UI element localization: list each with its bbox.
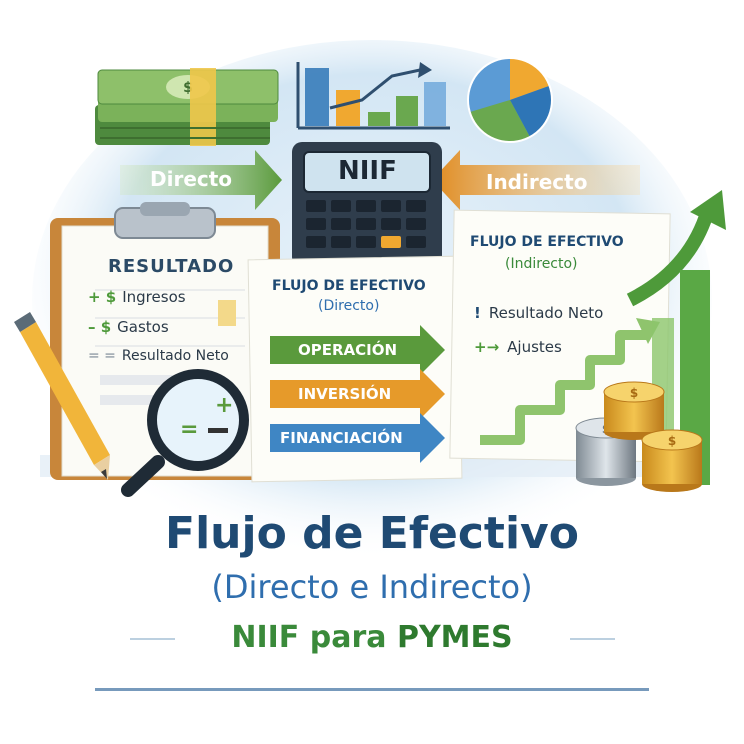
money-stack: $ <box>95 68 279 146</box>
clipboard-row-sign: – $ <box>88 318 112 336</box>
clipboard-row-sign: = = <box>88 348 116 364</box>
band-inversion <box>270 369 445 419</box>
direct-sheet-title: FLUJO DE EFECTIVO <box>272 278 426 294</box>
clipboard-title: RESULTADO <box>108 256 235 277</box>
direct-sheet <box>247 255 463 483</box>
indirect-sheet-title: FLUJO DE EFECTIVO <box>470 234 624 250</box>
indirect-sheet-subtitle: (Indirecto) <box>505 256 578 272</box>
growth-arrow <box>626 190 726 307</box>
clipboard-row-resultado: = = Resultado Neto <box>88 348 229 364</box>
band-financiacion <box>270 413 445 463</box>
direct-sheet-subtitle: (Directo) <box>318 298 380 314</box>
calculator-display: NIIF <box>338 156 397 186</box>
svg-text:$: $ <box>630 386 638 400</box>
svg-text:+: + <box>215 393 233 418</box>
indirect-row-label: Resultado Neto <box>488 304 604 322</box>
svg-text:=: = <box>180 417 198 442</box>
headline-divider-right <box>570 638 615 640</box>
indirect-row-sign: +→ <box>474 338 500 356</box>
directo-label: Directo <box>150 167 233 191</box>
headline-title: Flujo de Efectivo <box>165 508 579 559</box>
pie-chart <box>467 57 553 143</box>
indirect-row-resultado: ! Resultado Neto <box>474 304 603 322</box>
headline-standard-pymes: PYMES <box>396 620 513 655</box>
calculator <box>292 142 442 267</box>
bottom-divider <box>95 688 649 691</box>
headline-divider-left <box>130 638 175 640</box>
clipboard-row-gastos: – $ Gastos <box>88 318 169 336</box>
indirecto-arrow <box>432 150 640 210</box>
clipboard-row-label: Resultado Neto <box>121 348 229 364</box>
indirect-row-ajustes: +→ Ajustes <box>474 338 562 356</box>
indirect-row-sign: ! <box>474 304 481 322</box>
coin-stacks: $ $ $ <box>575 381 703 492</box>
pencil <box>14 312 110 480</box>
band-operacion <box>270 325 445 375</box>
directo-arrow <box>120 150 282 210</box>
magnifying-glass: + = <box>121 369 249 497</box>
headline-subtitle: (Directo e Indirecto) <box>211 568 533 606</box>
clipboard-row-label: Ingresos <box>122 288 186 306</box>
headline-standard: NIIF para PYMES <box>0 620 744 655</box>
clipboard-row-sign: + $ <box>88 288 117 306</box>
clipboard-row-label: Gastos <box>117 318 169 336</box>
top-bar-chart <box>296 62 450 130</box>
svg-text:$: $ <box>668 434 676 448</box>
band-inversion-label: INVERSIÓN <box>298 385 392 403</box>
clipboard-row-ingresos: + $ Ingresos <box>88 288 186 306</box>
indirecto-label: Indirecto <box>486 170 588 194</box>
indirect-row-label: Ajustes <box>507 338 562 356</box>
svg-text:$: $ <box>183 80 193 96</box>
band-operacion-label: OPERACIÓN <box>298 341 398 359</box>
headline-standard-prefix: NIIF para <box>231 620 387 655</box>
band-financiacion-label: FINANCIACIÓN <box>280 429 403 447</box>
